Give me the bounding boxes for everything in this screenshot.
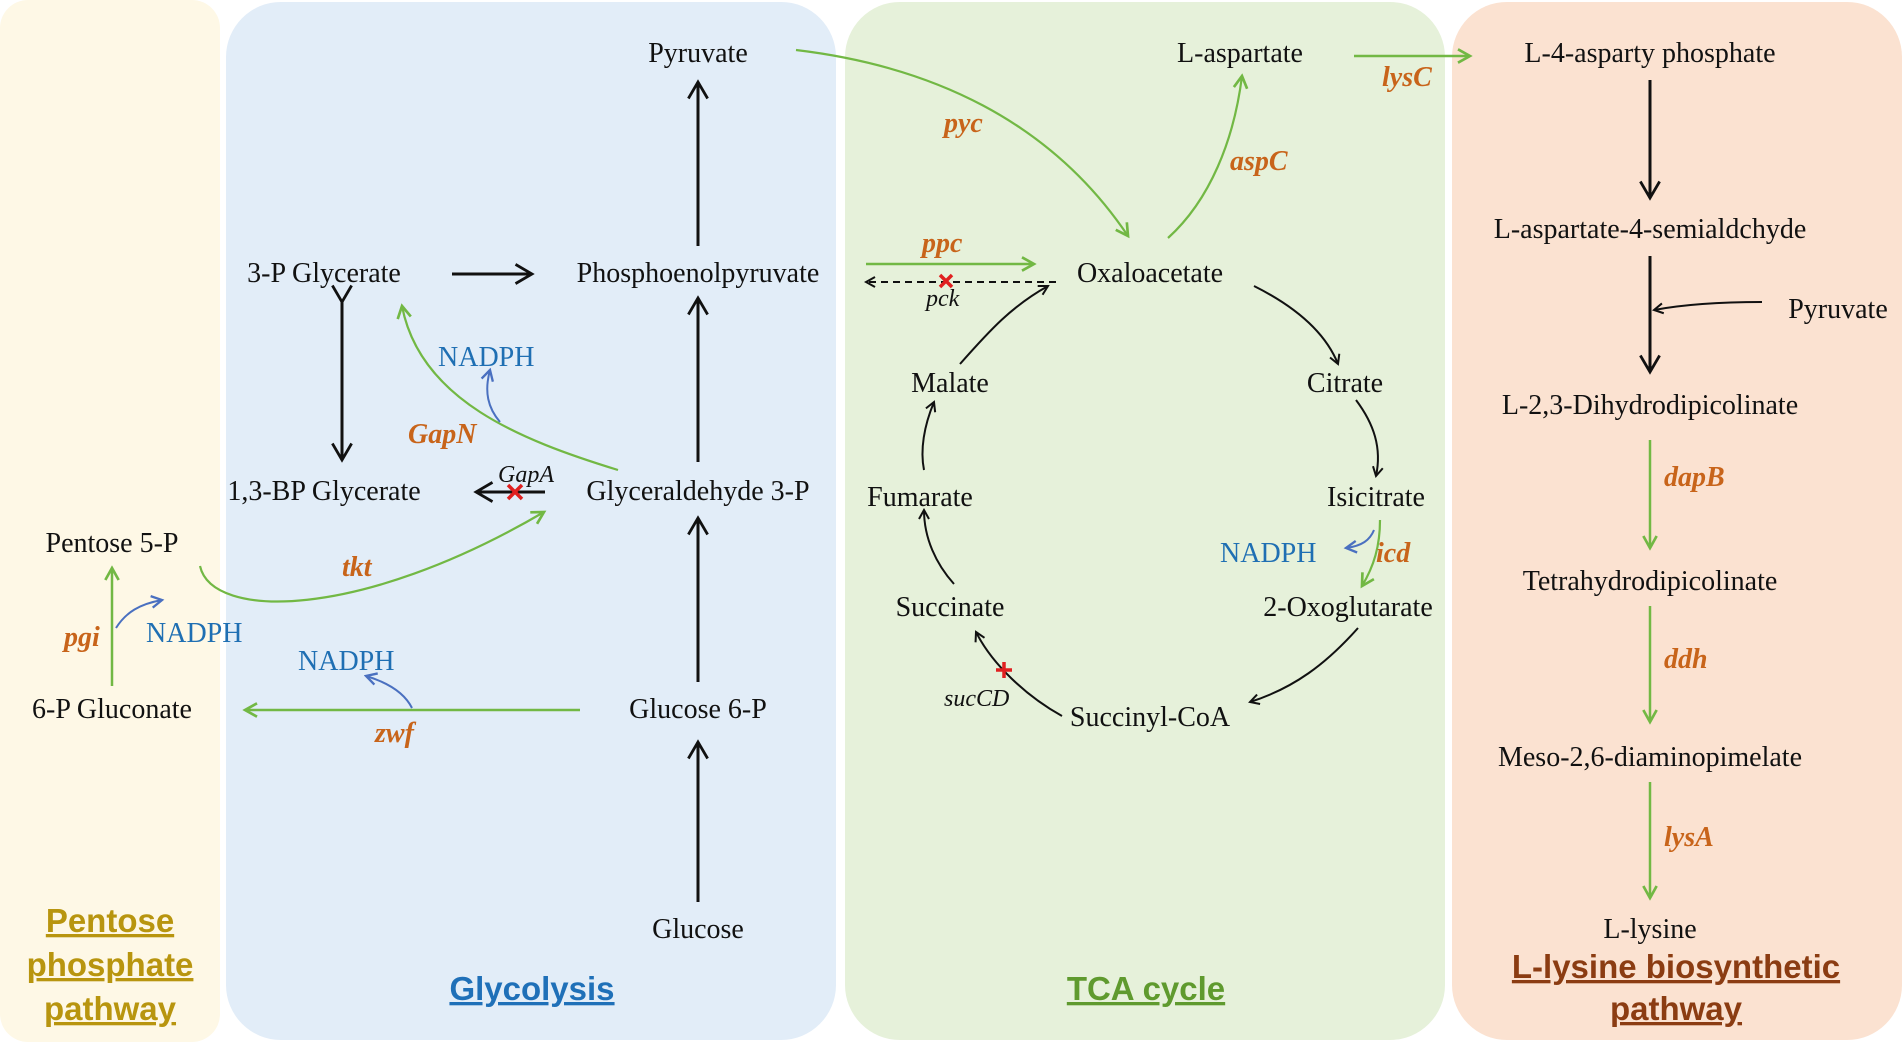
node-pep: Phosphoenolpyruvate: [577, 258, 820, 289]
enzyme-aspc: aspC: [1230, 146, 1288, 177]
arrow-oxoglutarate-succoa: [1250, 627, 1359, 702]
enzyme-zwf: zwf: [374, 718, 417, 749]
node-thdp: Tetrahydrodipicolinate: [1523, 566, 1778, 597]
node-succinyl-coa: Succinyl-CoA: [1070, 702, 1231, 733]
arrow-succinate-fumarate: [924, 510, 955, 585]
arrow-icd-nadph: [1346, 529, 1375, 548]
pck-block-mark: [938, 273, 954, 289]
node-fumarate: Fumarate: [867, 482, 973, 513]
enzyme-gapa: GapA: [498, 462, 554, 488]
enzyme-ddh: ddh: [1664, 644, 1708, 675]
arrow-gapn: [402, 306, 619, 472]
node-l-lysine: L-lysine: [1603, 914, 1696, 945]
pentose-label-line2: phosphate: [27, 946, 194, 983]
glycolysis-region: [226, 2, 836, 1040]
arrow-zwf-nadph: [366, 676, 413, 709]
node-pentose-5p: Pentose 5-P: [46, 528, 179, 559]
node-asa: L-aspartate-4-semialdchyde: [1494, 214, 1807, 245]
enzyme-succd: sucCD: [944, 686, 1009, 712]
glycolysis-label: Glycolysis: [449, 970, 614, 1007]
node-g6p: Glucose 6-P: [629, 694, 767, 725]
succd-block-mark: [996, 662, 1012, 678]
node-succinate: Succinate: [896, 592, 1005, 623]
enzyme-gapn: GapN: [408, 419, 478, 450]
pentose-label-line1: Pentose: [46, 902, 174, 939]
arrow-pgi-nadph: [115, 600, 162, 629]
arrow-gapn-nadph: [487, 370, 501, 423]
lysine-region: [1452, 2, 1902, 1040]
arrow-tkt: [198, 512, 544, 603]
tca-region: [845, 2, 1445, 1040]
node-asp4p: L-4-asparty phosphate: [1524, 38, 1775, 69]
arrow-aspc: [1167, 76, 1242, 239]
arrow-malate-oaa: [959, 286, 1048, 365]
node-6p-gluconate: 6-P Gluconate: [32, 694, 192, 725]
node-13bp-glycerate: 1,3-BP Glycerate: [227, 476, 420, 507]
pentose-region: [0, 0, 220, 1042]
cofactor-nadph-pgi: NADPH: [146, 618, 242, 649]
node-dap: Meso-2,6-diaminopimelate: [1498, 742, 1802, 773]
arrow-succoa-succinate: [976, 632, 1063, 717]
enzyme-icd: icd: [1376, 538, 1411, 569]
node-isocitrate: Isicitrate: [1327, 482, 1425, 513]
cofactor-nadph-icd: NADPH: [1220, 538, 1316, 569]
pentose-label-line3: pathway: [44, 990, 177, 1027]
node-glucose: Glucose: [652, 914, 744, 945]
node-dhdp: L-2,3-Dihydrodipicolinate: [1502, 390, 1798, 421]
enzyme-lysa: lysA: [1664, 822, 1714, 853]
node-2-oxoglutarate: 2-Oxoglutarate: [1263, 592, 1433, 623]
gapa-block-mark: [506, 483, 524, 501]
node-citrate: Citrate: [1307, 368, 1383, 399]
node-gap: Glyceraldehyde 3-P: [586, 476, 809, 507]
enzyme-lysc: lysC: [1382, 62, 1432, 93]
node-3p-glycerate: 3-P Glycerate: [247, 258, 401, 289]
node-malate: Malate: [911, 368, 989, 399]
arrow-fumarate-malate: [921, 402, 934, 471]
arrow-citrate-isocitrate: [1355, 399, 1378, 476]
arrow-oaa-citrate: [1253, 285, 1338, 364]
lysine-label-line1: L-lysine biosynthetic: [1512, 948, 1840, 985]
arrow-pyc: [795, 48, 1128, 236]
enzyme-ppc: ppc: [920, 228, 963, 259]
enzyme-tkt: tkt: [342, 552, 373, 583]
enzyme-dapb: dapB: [1664, 462, 1725, 493]
tca-label: TCA cycle: [1067, 970, 1225, 1007]
node-l-aspartate: L-aspartate: [1177, 38, 1303, 69]
node-pyruvate-lys: Pyruvate: [1788, 294, 1888, 325]
cofactor-nadph-gapn: NADPH: [438, 342, 534, 373]
node-oxaloacetate: Oxaloacetate: [1077, 258, 1223, 289]
node-pyruvate: Pyruvate: [648, 38, 748, 69]
cofactor-nadph-zwf: NADPH: [298, 646, 394, 677]
lysine-label-line2: pathway: [1610, 990, 1743, 1027]
arrow-isocitrate-oxoglutarate: [1362, 519, 1382, 586]
arrow-pyruvate-join: [1654, 301, 1763, 310]
enzyme-pgi: pgi: [62, 622, 100, 653]
enzyme-pyc: pyc: [942, 108, 983, 139]
enzyme-pck: pck: [924, 286, 960, 312]
